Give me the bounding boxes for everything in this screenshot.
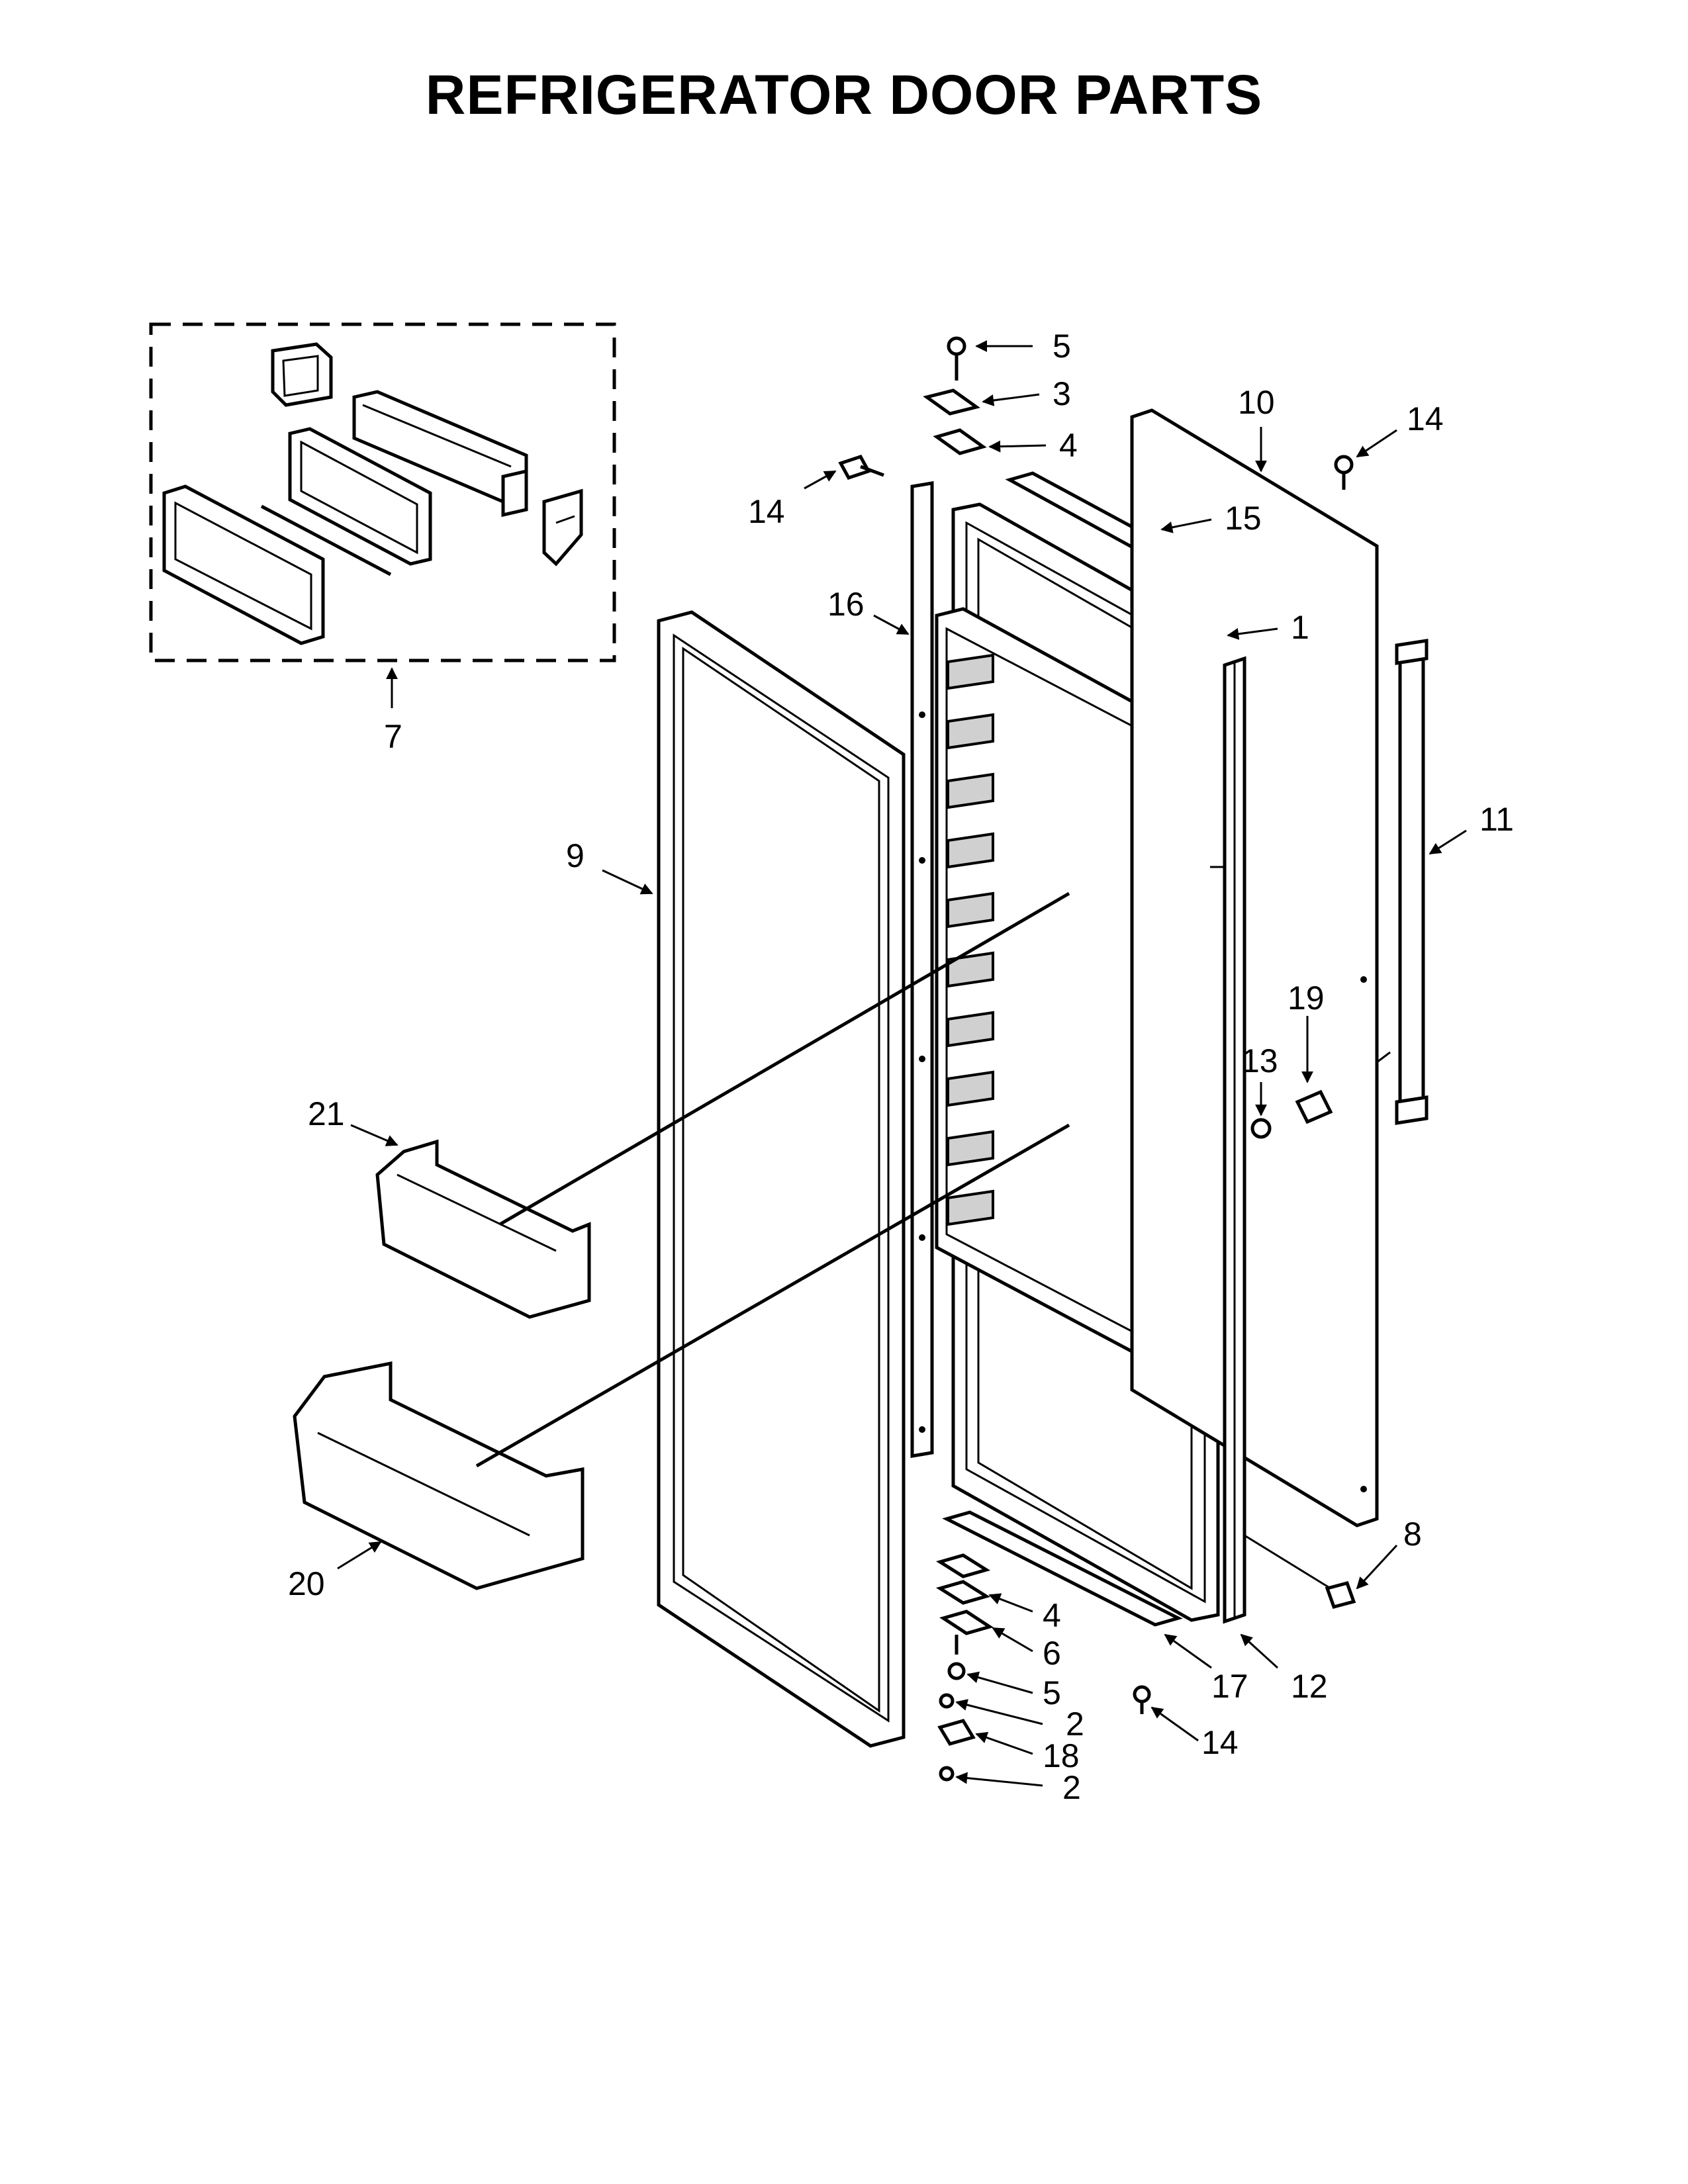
callout-13: 13 [1241,1042,1278,1079]
callout-16: 16 [827,586,865,623]
door-strip-part-16 [910,481,934,1458]
hardware-parts [838,336,1356,1782]
callout-6: 6 [1043,1635,1061,1672]
handle-part-11 [1395,639,1429,1125]
callout-2-lower: 2 [1062,1769,1081,1806]
callout-4-bottom: 4 [1043,1597,1061,1634]
door-bin-part-21 [375,891,1070,1319]
callout-5-bottom: 5 [1043,1674,1061,1711]
callout-8: 8 [1403,1516,1422,1553]
outer-panel-part-10 [1130,408,1379,1527]
callout-2-upper: 2 [1066,1706,1084,1743]
page-title: REFRIGERATOR DOOR PARTS [425,64,1263,126]
callout-labels: 5 3 4 10 14 14 15 16 1 7 9 11 19 13 21 2… [288,328,1514,1806]
callout-4-top: 4 [1059,427,1078,464]
callout-19: 19 [1288,979,1325,1017]
callout-14-left: 14 [748,493,785,530]
callout-12: 12 [1291,1668,1328,1705]
callout-7: 7 [384,718,402,755]
callout-5-top: 5 [1053,328,1071,365]
callout-14-right: 14 [1407,400,1444,437]
callout-9: 9 [566,837,585,874]
door-bin-part-20 [293,1123,1070,1590]
callout-14-bottom: 14 [1201,1724,1239,1761]
callout-20: 20 [288,1565,325,1602]
door-shelf-ribs [947,653,994,1226]
callout-3: 3 [1053,375,1071,412]
door-gasket-part-9 [657,610,906,1748]
callout-18: 18 [1043,1737,1080,1774]
kit-7-group [149,322,616,662]
callout-1: 1 [1291,609,1309,646]
callout-17: 17 [1211,1668,1248,1705]
callout-11: 11 [1479,801,1514,838]
callout-21: 21 [308,1095,345,1132]
callout-15: 15 [1225,500,1262,537]
callout-10: 10 [1238,384,1275,421]
bottom-trim-part-17 [942,1510,1183,1627]
leader-lines [337,340,1467,1787]
seal-strip-part-12 [1223,656,1246,1624]
